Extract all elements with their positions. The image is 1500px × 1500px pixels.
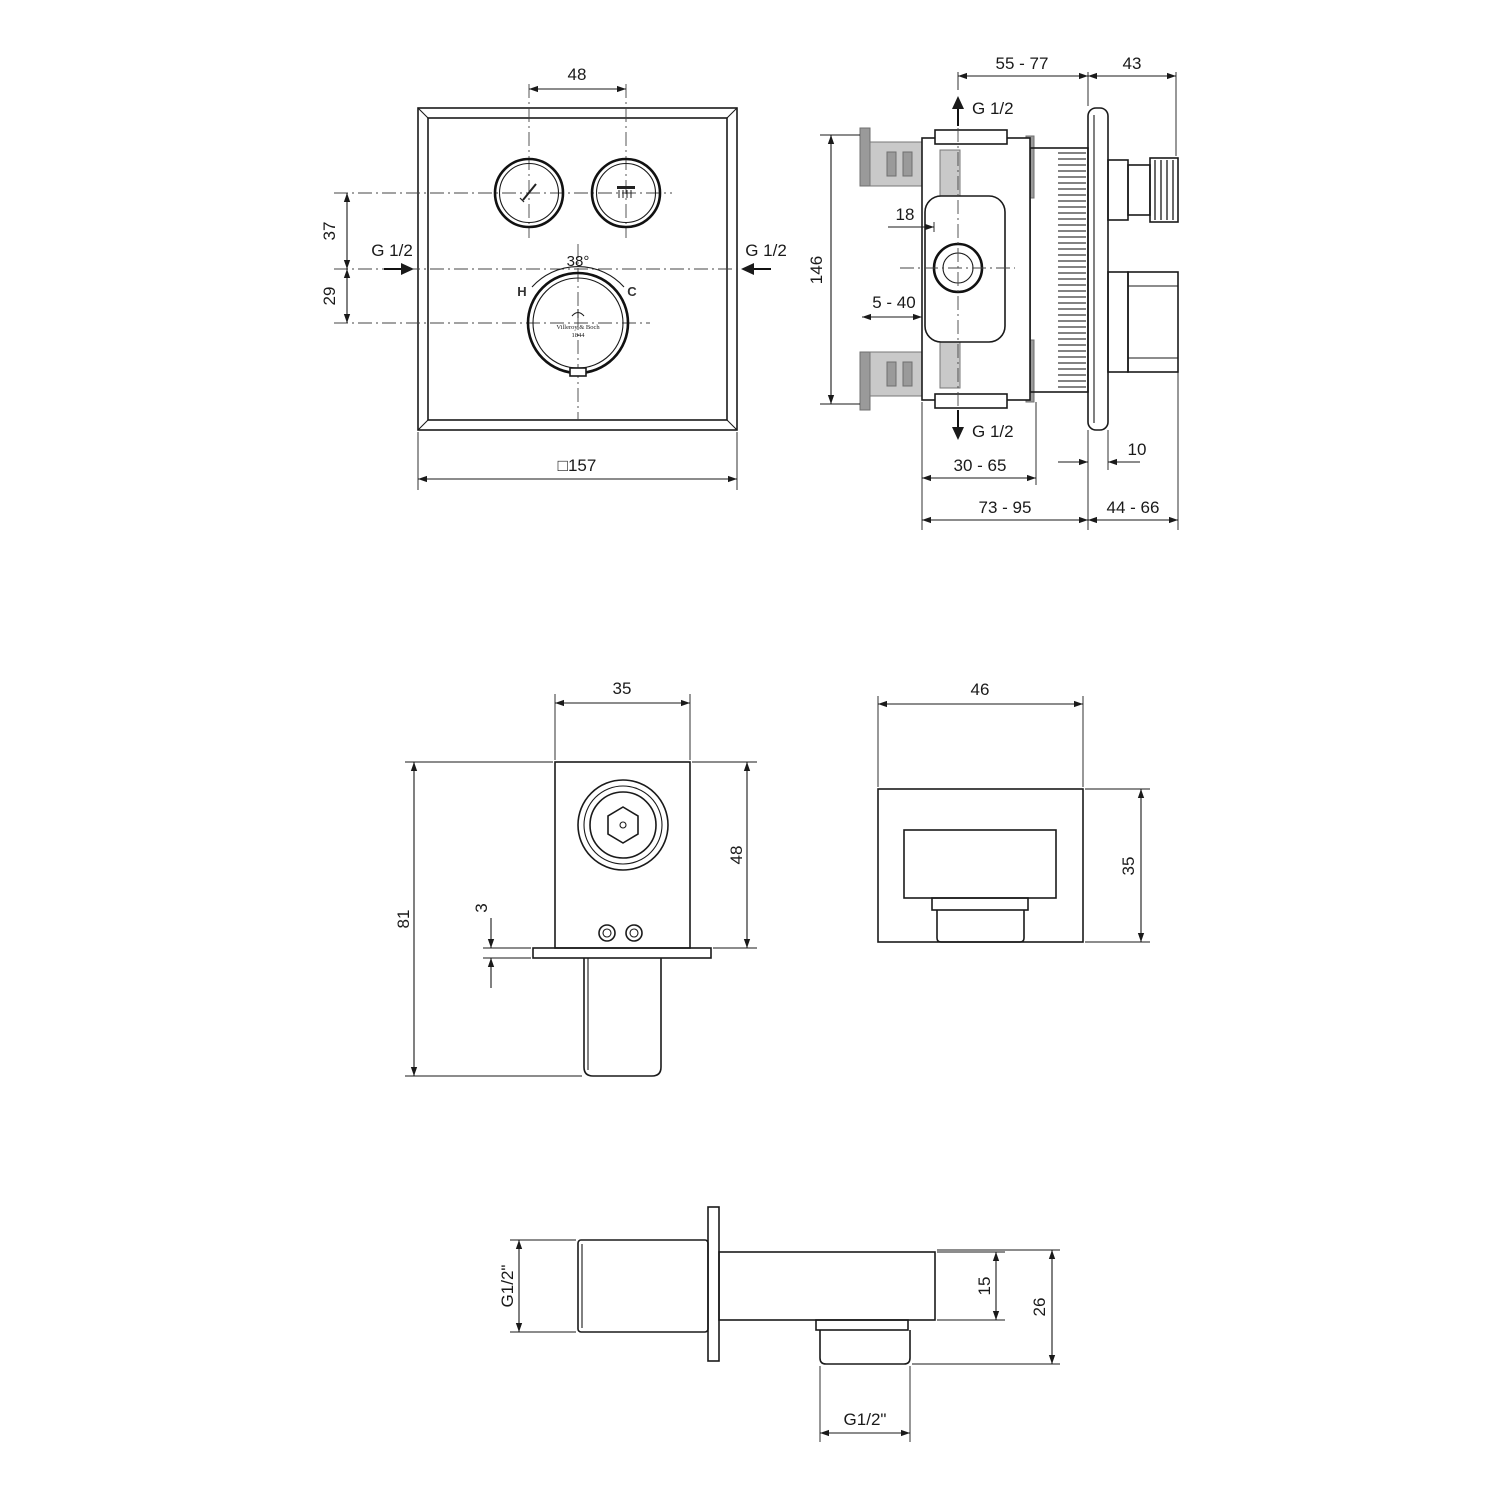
dim-projection: 44 - 66 <box>1107 498 1160 517</box>
villeroy-boch-logo-icon <box>571 309 585 318</box>
connection-nut <box>577 779 669 871</box>
outlet-body <box>554 761 691 949</box>
outlet-down-arrow-icon <box>952 410 964 440</box>
dim-top-width: 46 <box>971 680 990 699</box>
inlet-right-arrow-icon <box>741 263 771 275</box>
dim-plate-height: 48 <box>727 846 746 865</box>
brand-year: 1844 <box>572 332 586 339</box>
dim-center: 18 <box>896 205 915 224</box>
outlet-bottom-label: G 1/2 <box>972 422 1014 441</box>
outlet-plate-top <box>877 788 1084 943</box>
outlet-up-arrow-icon <box>952 96 964 126</box>
outlet-nipple-side <box>819 1330 911 1365</box>
thread-inlet-label: G1/2" <box>498 1265 517 1308</box>
inlet-threaded-stub <box>577 1239 709 1333</box>
dim-total: 73 - 95 <box>979 498 1032 517</box>
overhead-shower-button <box>590 157 662 229</box>
hand-shower-button <box>493 157 565 229</box>
wall-outlet-top-view: 46 35 <box>877 680 1150 943</box>
mounting-screw-icon <box>598 924 643 942</box>
wall-outlet-side-view: G1/2" 15 26 G1/2" <box>498 1206 1060 1442</box>
side-flange-plate <box>707 1206 720 1362</box>
dim-flange-thickness: 3 <box>472 903 491 912</box>
concealed-body-side-view: G 1/2 G 1/2 55 - 77 43 146 18 5 - 40 <box>807 54 1179 530</box>
hand-shower-icon <box>519 183 537 203</box>
dim-width: 35 <box>613 679 632 698</box>
dim-top-height: 35 <box>1119 857 1138 876</box>
dim-upper: 37 <box>320 222 339 241</box>
dim-flange: 10 <box>1128 440 1147 459</box>
dim-lower: 29 <box>320 287 339 306</box>
faceplate-front-view: Villeroy & Boch 1844 38° H C 48 37 29 G … <box>320 65 787 490</box>
upper-outlet-stub <box>1107 157 1179 223</box>
dim-total-height: 81 <box>394 910 413 929</box>
center-block <box>924 195 1006 343</box>
elbow-body <box>718 1251 936 1321</box>
lower-outlet-stub <box>1107 271 1179 373</box>
dim-side-height: 26 <box>1030 1298 1049 1317</box>
dim-depth-range: 55 - 77 <box>996 54 1049 73</box>
dim-bracket: 5 - 40 <box>872 293 915 312</box>
dim-button-spacing: 48 <box>568 65 587 84</box>
outlet-nipple-top <box>936 910 1025 943</box>
cold-mark: C <box>627 284 637 299</box>
arc-angle-label: 38° <box>567 253 590 270</box>
dim-square-size: □157 <box>558 456 597 475</box>
dim-height: 146 <box>807 256 826 284</box>
thermostat-knob <box>526 271 630 377</box>
outlet-cylinder <box>583 958 662 1077</box>
dim-install: 30 - 65 <box>954 456 1007 475</box>
dim-side-offset: 15 <box>975 1277 994 1296</box>
inlet-left-arrow-icon <box>384 263 414 275</box>
dim-outlet: 43 <box>1123 54 1142 73</box>
wall-outlet-front-view: 35 48 81 3 <box>394 679 757 1077</box>
outlet-top-label: G 1/2 <box>972 99 1014 118</box>
inlet-left-label: G 1/2 <box>371 241 413 260</box>
outlet-base-plate <box>532 947 712 959</box>
temperature-arc <box>531 266 625 288</box>
rain-shower-icon <box>617 186 635 198</box>
inlet-right-label: G 1/2 <box>745 241 787 260</box>
thread-outlet-label: G1/2" <box>844 1410 887 1429</box>
flange-plate <box>1087 107 1109 431</box>
hot-mark: H <box>517 284 526 299</box>
brand-label: Villeroy & Boch <box>556 324 600 331</box>
